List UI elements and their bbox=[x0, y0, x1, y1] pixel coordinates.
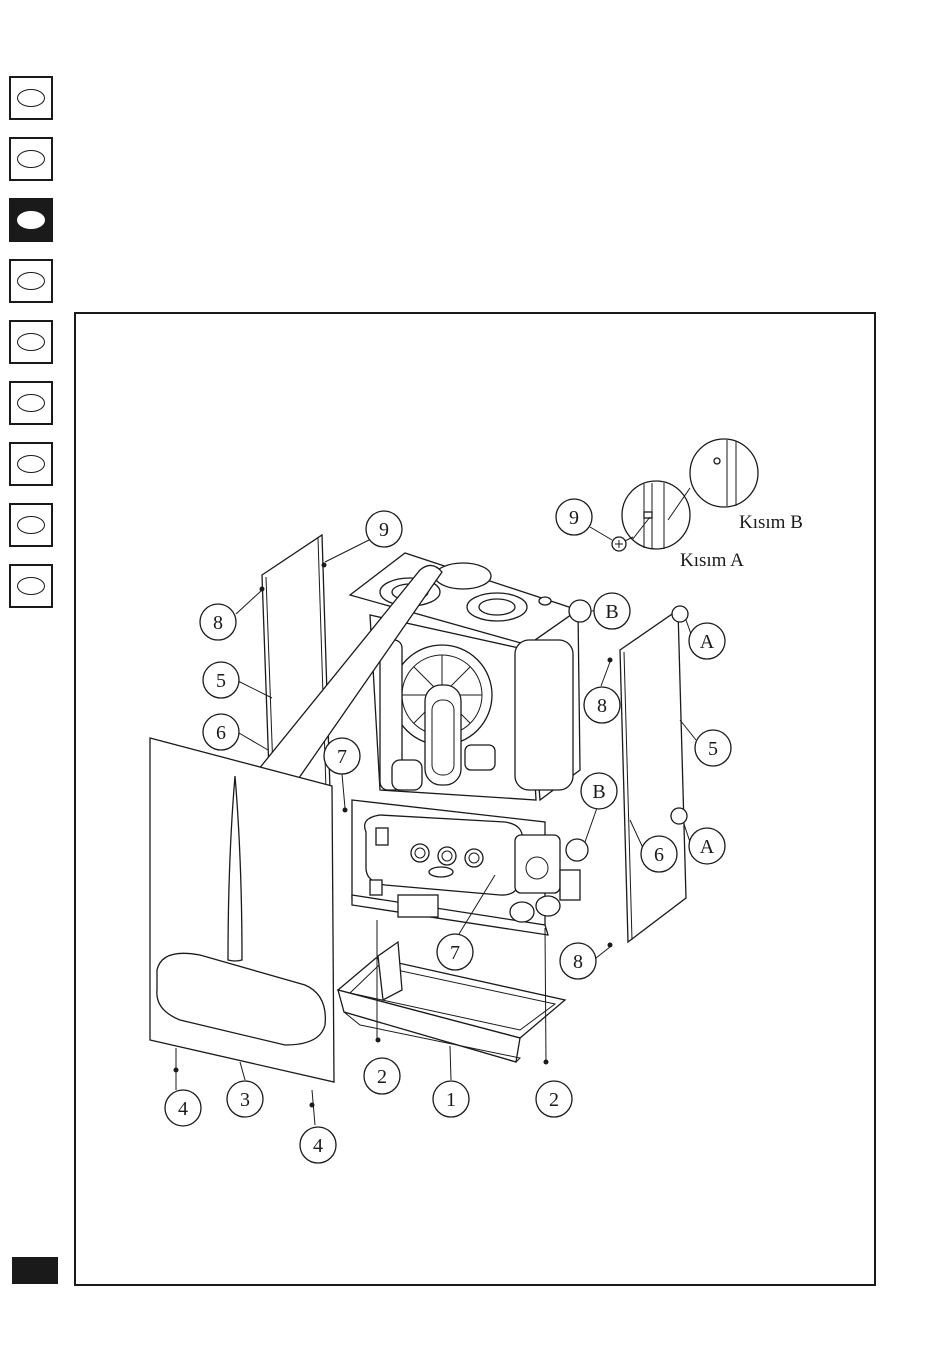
svg-text:A: A bbox=[700, 836, 715, 858]
knob-icon bbox=[411, 844, 429, 862]
callout-4-left: 4 bbox=[165, 1090, 201, 1126]
svg-text:7: 7 bbox=[337, 746, 347, 768]
callout-6-left: 6 bbox=[203, 714, 239, 750]
knob-icon bbox=[438, 847, 456, 865]
knob-icon bbox=[465, 849, 483, 867]
control-panel bbox=[352, 800, 580, 935]
right-side-panel bbox=[620, 610, 686, 942]
display-icon bbox=[376, 828, 388, 845]
svg-text:8: 8 bbox=[213, 612, 223, 634]
svg-text:A: A bbox=[700, 631, 715, 653]
svg-text:5: 5 bbox=[216, 670, 226, 692]
label-part-b: Kısım B bbox=[739, 512, 803, 533]
callout-b-bottom: B bbox=[581, 773, 617, 809]
screw-icon bbox=[612, 537, 633, 551]
svg-text:B: B bbox=[605, 601, 618, 623]
callout-6-right: 6 bbox=[641, 836, 677, 872]
svg-text:2: 2 bbox=[549, 1089, 559, 1111]
callout-a-top: A bbox=[689, 623, 725, 659]
callout-9-detail: 9 bbox=[556, 499, 592, 535]
callout-7-left: 7 bbox=[324, 738, 360, 774]
callout-8-left: 8 bbox=[200, 604, 236, 640]
callout-1: 1 bbox=[433, 1081, 469, 1117]
front-panel bbox=[150, 738, 334, 1082]
svg-text:6: 6 bbox=[654, 844, 664, 866]
callout-3: 3 bbox=[227, 1081, 263, 1117]
callout-4-right: 4 bbox=[300, 1127, 336, 1163]
svg-text:2: 2 bbox=[377, 1066, 387, 1088]
callout-2-right: 2 bbox=[536, 1081, 572, 1117]
svg-text:3: 3 bbox=[240, 1089, 250, 1111]
label-part-a: Kısım A bbox=[680, 550, 744, 571]
svg-text:5: 5 bbox=[708, 738, 718, 760]
callout-5-right: 5 bbox=[695, 730, 731, 766]
svg-text:8: 8 bbox=[597, 695, 607, 717]
callout-7-right: 7 bbox=[437, 934, 473, 970]
svg-text:8: 8 bbox=[573, 951, 583, 973]
callout-8-right-top: 8 bbox=[584, 687, 620, 723]
callout-b-top: B bbox=[594, 593, 630, 629]
callout-2-left: 2 bbox=[364, 1058, 400, 1094]
detail-marker-a-top bbox=[672, 606, 688, 622]
callout-a-bottom: A bbox=[689, 828, 725, 864]
detail-views bbox=[590, 439, 758, 551]
detail-marker-b-top bbox=[569, 600, 591, 622]
callout-8-right-bottom: 8 bbox=[560, 943, 596, 979]
svg-text:7: 7 bbox=[450, 942, 460, 964]
callout-5-left: 5 bbox=[203, 662, 239, 698]
svg-text:6: 6 bbox=[216, 722, 226, 744]
detail-marker-b-bottom bbox=[566, 839, 588, 861]
svg-text:1: 1 bbox=[446, 1089, 456, 1111]
detail-marker-a-bottom bbox=[671, 808, 687, 824]
svg-text:4: 4 bbox=[313, 1135, 323, 1157]
svg-text:9: 9 bbox=[569, 507, 579, 529]
svg-text:4: 4 bbox=[178, 1098, 188, 1120]
logo-badge bbox=[429, 867, 453, 877]
svg-text:B: B bbox=[592, 781, 605, 803]
detail-circle-part-b bbox=[690, 439, 758, 507]
boiler-chassis bbox=[350, 553, 580, 800]
svg-text:9: 9 bbox=[379, 519, 389, 541]
pump-assembly bbox=[515, 835, 560, 893]
detail-circle-part-a bbox=[622, 481, 690, 549]
callout-9-main: 9 bbox=[366, 511, 402, 547]
